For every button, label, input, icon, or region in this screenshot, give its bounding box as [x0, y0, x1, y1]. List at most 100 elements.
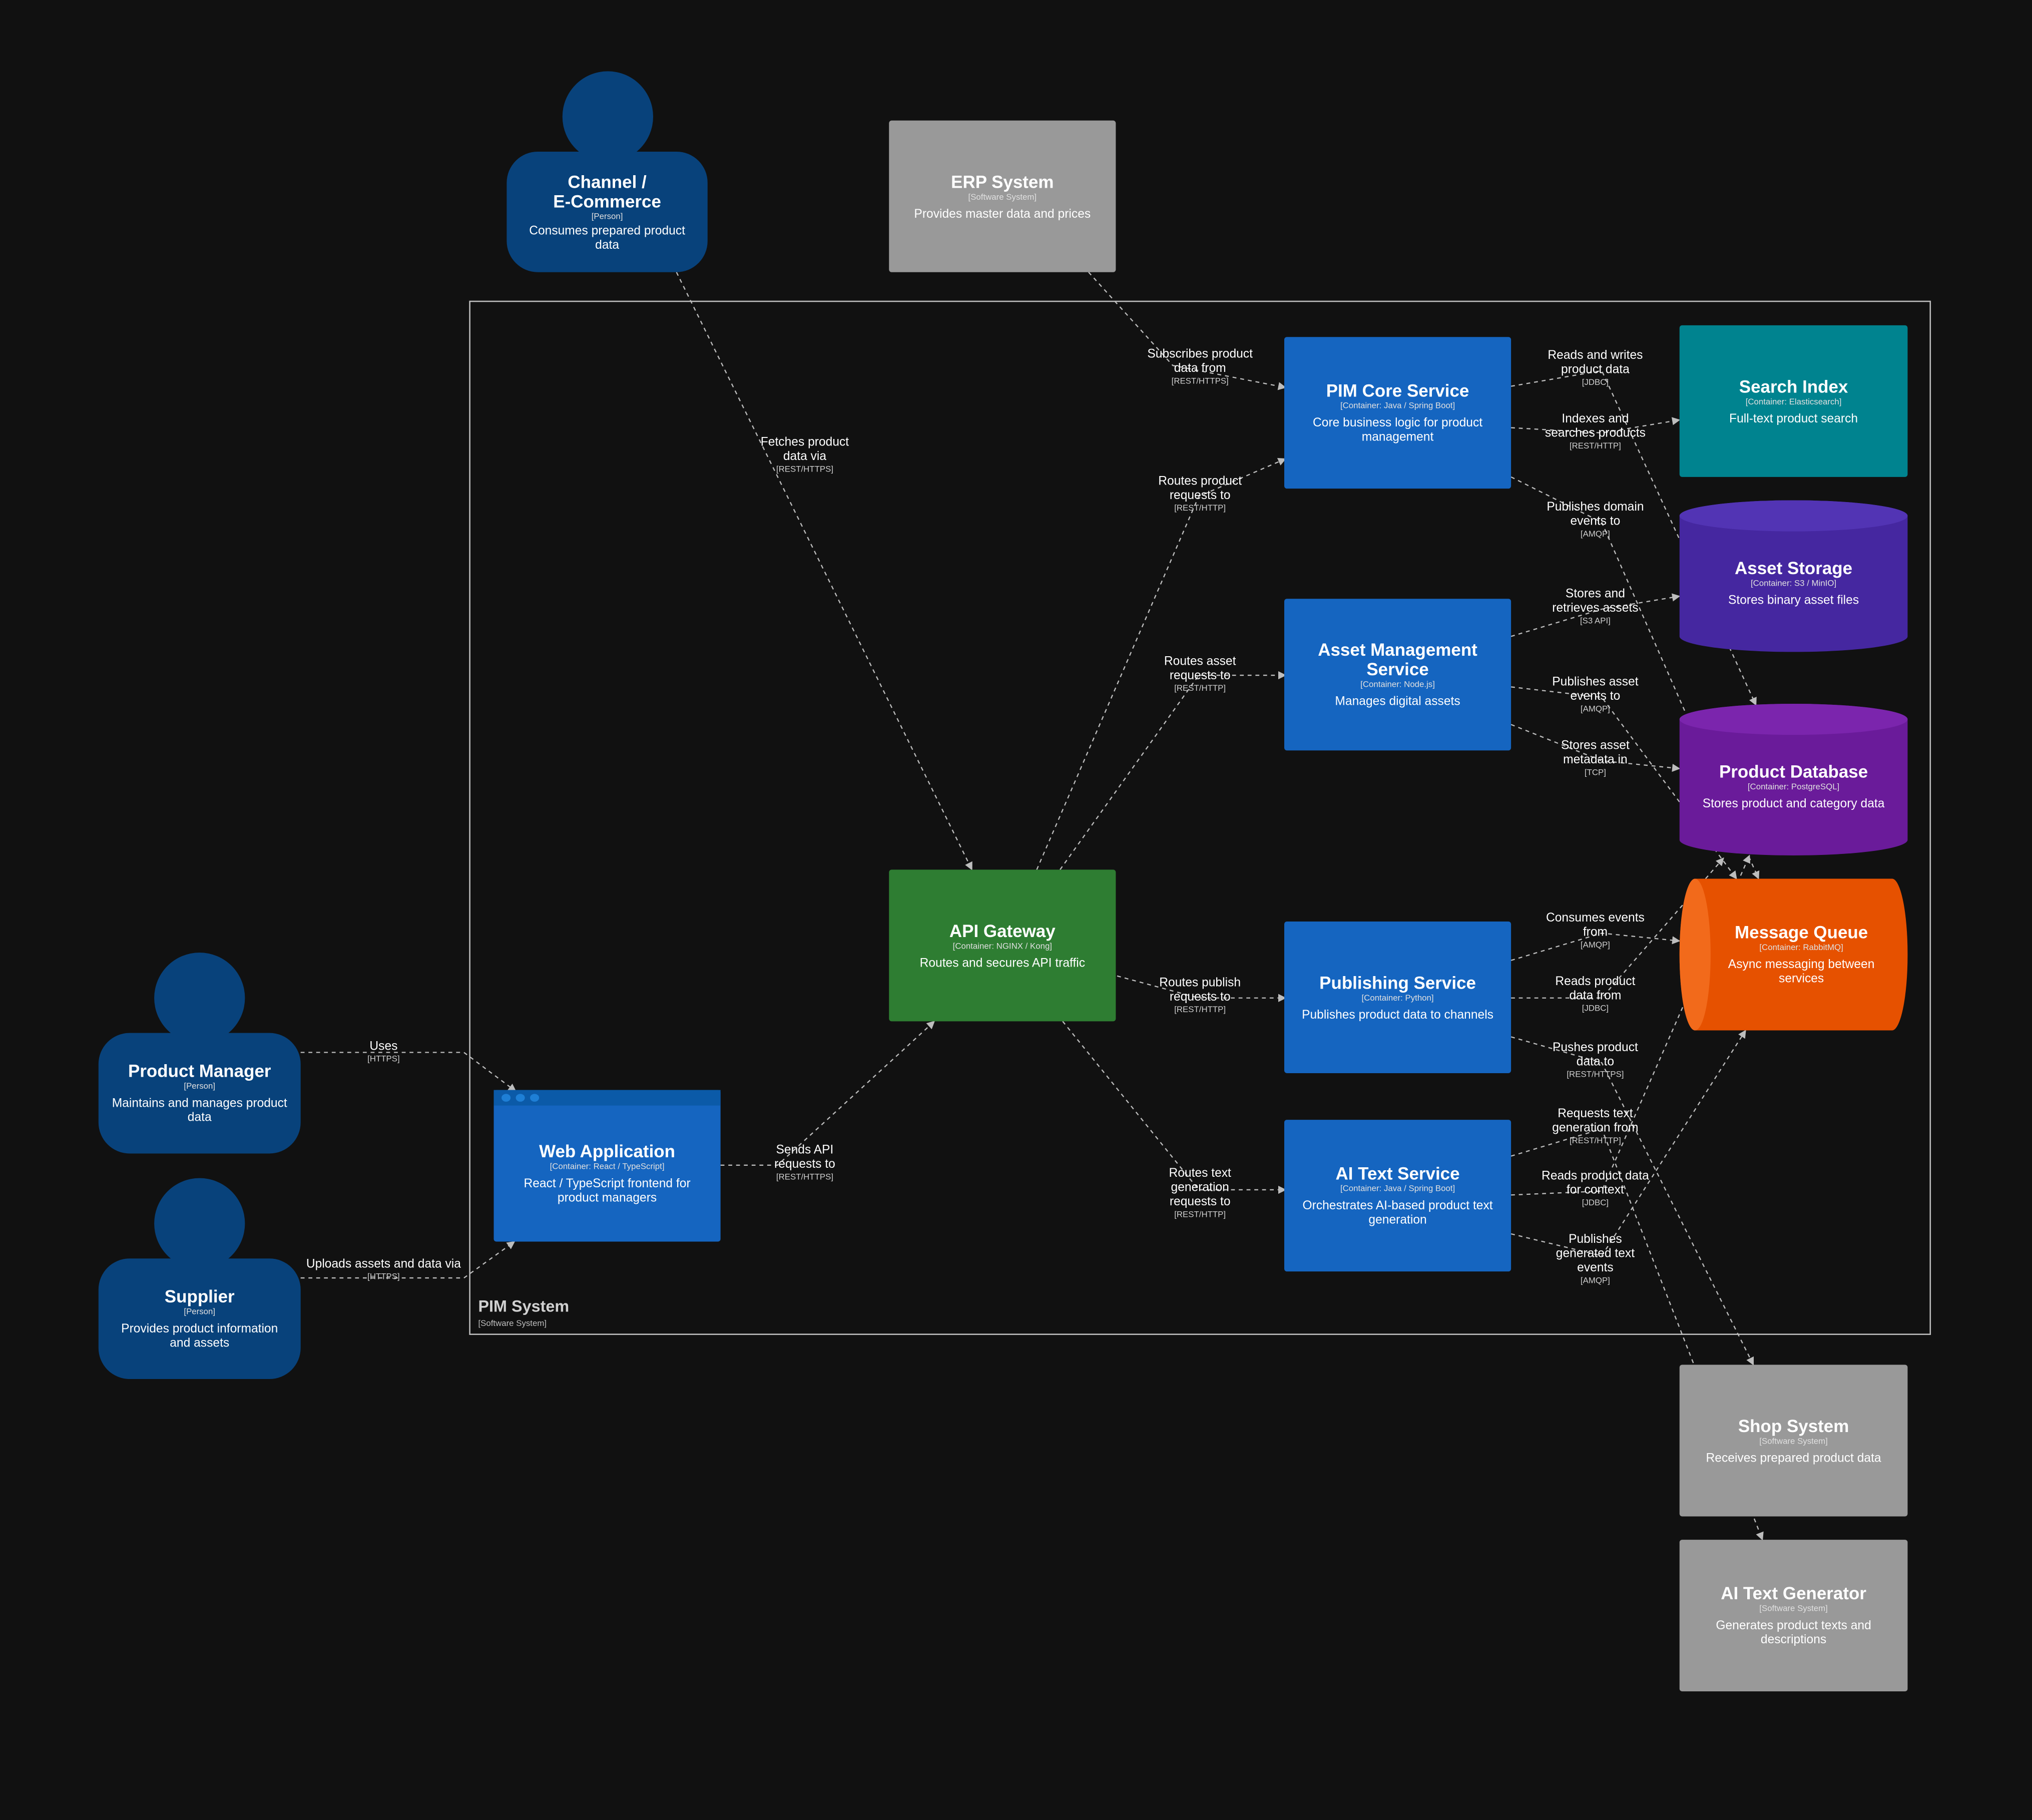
person-icon: [154, 1178, 245, 1269]
browser-dot-icon: [530, 1094, 540, 1102]
container-type: [Container: Java / Spring Boot]: [1340, 401, 1455, 411]
system-ai-text-generator[interactable]: AI Text Generator [Software System] Gene…: [1679, 1540, 1908, 1692]
edge-label: Uses[HTTPS]: [367, 1039, 400, 1064]
boundary-title: PIM System: [478, 1297, 570, 1316]
edge-label: Indexes and searches products[REST/HTTP]: [1545, 412, 1646, 451]
container-desc: Stores product and category data: [1702, 796, 1885, 811]
container-desc: React / TypeScript frontend for product …: [524, 1177, 691, 1206]
edge-gw-routes-text: [1062, 1021, 1287, 1194]
person-title: Supplier: [164, 1287, 235, 1307]
edge-channel-fetches: [676, 272, 973, 870]
container-asset-storage[interactable]: Asset Storage [Container: S3 / MinIO] St…: [1679, 500, 1908, 652]
system-type: [Software System]: [968, 192, 1037, 202]
container-type: [Container: React / TypeScript]: [550, 1162, 665, 1172]
container-desc: Publishes product data to channels: [1302, 1008, 1494, 1022]
system-type: [Software System]: [1759, 1437, 1828, 1446]
system-desc: Receives prepared product data: [1706, 1451, 1881, 1466]
container-title: AI Text Service: [1335, 1164, 1460, 1184]
container-type: [Container: RabbitMQ]: [1759, 944, 1843, 953]
edge-ai-events: [1510, 1030, 1746, 1257]
container-product-database[interactable]: Product Database [Container: PostgreSQL]…: [1679, 703, 1908, 855]
container-title: Asset Management Service: [1318, 640, 1477, 679]
system-desc: Generates product texts and descriptions: [1716, 1619, 1871, 1648]
container-publishing-service[interactable]: Publishing Service [Container: Python] P…: [1284, 921, 1511, 1073]
container-type: [Container: PostgreSQL]: [1747, 782, 1840, 791]
edge-gw-routes-publish: [1117, 975, 1287, 1002]
person-type: [Person]: [591, 212, 623, 221]
container-type: [Container: NGINX / Kong]: [952, 942, 1052, 951]
edge-pm-uses: [300, 1052, 517, 1092]
container-desc: Core business logic for product manageme…: [1313, 416, 1483, 445]
cylinder-end: [1679, 878, 1711, 1031]
container-ai-text-service[interactable]: AI Text Service [Container: Java / Sprin…: [1284, 1120, 1511, 1272]
container-desc: Stores binary asset files: [1728, 593, 1859, 608]
container-title: Web Application: [539, 1142, 676, 1162]
container-message-queue[interactable]: Message Queue [Container: RabbitMQ] Asyn…: [1679, 878, 1908, 1031]
cylinder-top: [1679, 500, 1908, 532]
system-shop[interactable]: Shop System [Software System] Receives p…: [1679, 1364, 1908, 1517]
edge-label: Reads and writes product data[JDBC]: [1548, 348, 1643, 388]
edge-gw-routes-product: [1036, 458, 1287, 870]
edge-label: Fetches product data via[REST/HTTPS]: [760, 435, 849, 475]
container-title: Search Index: [1739, 376, 1848, 396]
boundary-type: [Software System]: [478, 1319, 547, 1329]
container-pim-core-service[interactable]: PIM Core Service [Container: Java / Spri…: [1284, 337, 1511, 489]
person-desc: Provides product information and assets: [121, 1322, 278, 1351]
container-type: [Container: Python]: [1361, 993, 1434, 1003]
edge-label: Sends API requests to[REST/HTTPS]: [774, 1143, 835, 1182]
container-type: [Container: Node.js]: [1360, 680, 1435, 690]
edge-label: Routes text generation requests to[REST/…: [1169, 1166, 1231, 1220]
edge-asset-store: [1510, 593, 1681, 637]
edge-label: Pushes product data to[REST/HTTPS]: [1552, 1041, 1638, 1080]
container-title: Publishing Service: [1319, 973, 1476, 993]
person-icon: [562, 71, 654, 162]
container-type: [Container: Elasticsearch]: [1745, 397, 1842, 406]
person-title: Channel / E-Commerce: [553, 172, 661, 211]
system-erp[interactable]: ERP System [Software System] Provides ma…: [889, 120, 1116, 272]
cylinder-top: [1679, 703, 1908, 735]
person-title: Product Manager: [128, 1061, 271, 1081]
container-title: Message Queue: [1735, 923, 1868, 943]
container-web-application[interactable]: Web Application [Container: React / Type…: [493, 1090, 721, 1242]
browser-dot-icon: [516, 1094, 525, 1102]
container-title: PIM Core Service: [1326, 381, 1469, 401]
edge-core-index: [1511, 417, 1681, 433]
system-type: [Software System]: [1759, 1604, 1828, 1614]
edge-label: Consumes events from[AMQP]: [1546, 911, 1645, 950]
edge-label: Reads product data for context[JDBC]: [1542, 1169, 1649, 1208]
container-api-gateway[interactable]: API Gateway [Container: NGINX / Kong] Ro…: [889, 869, 1116, 1022]
system-desc: Provides master data and prices: [914, 206, 1091, 221]
edge-label: Uploads assets and data via[HTTPS]: [306, 1257, 461, 1282]
edge-label: Publishes asset events to[AMQP]: [1552, 675, 1639, 714]
container-title: Product Database: [1719, 761, 1868, 781]
browser-dot-icon: [501, 1094, 511, 1102]
container-desc: Async messaging between services: [1728, 958, 1875, 987]
system-title: Shop System: [1738, 1416, 1849, 1436]
edge-pub-pushes: [1510, 1036, 1754, 1366]
container-desc: Full-text product search: [1729, 411, 1858, 426]
container-desc: Manages digital assets: [1335, 694, 1460, 709]
edge-erp-subscribes: [1088, 271, 1287, 390]
edge-pub-consumes: [1510, 933, 1681, 961]
edge-label: Routes publish requests to[REST/HTTP]: [1159, 976, 1241, 1015]
edge-web-sends: [720, 1021, 935, 1166]
edge-label: Publishes generated text events[AMQP]: [1556, 1232, 1635, 1286]
container-type: [Container: Java / Spring Boot]: [1340, 1184, 1455, 1194]
edge-asset-meta: [1510, 724, 1681, 772]
pim-system-boundary: PIM System [Software System]: [469, 300, 1931, 1335]
container-title: Asset Storage: [1735, 558, 1853, 578]
person-type: [Person]: [184, 1307, 216, 1317]
container-title: API Gateway: [949, 921, 1056, 941]
container-search-index[interactable]: Search Index [Container: Elasticsearch] …: [1679, 325, 1908, 477]
browser-bar: [493, 1090, 721, 1106]
edge-label: Subscribes product data from[REST/HTTPS]: [1147, 347, 1253, 386]
edge-label: Requests text generation from[REST/HTTP]: [1552, 1107, 1639, 1146]
edge-label: Stores and retrieves assets[S3 API]: [1552, 587, 1639, 626]
edge-label: Publishes domain events to[AMQP]: [1547, 500, 1644, 540]
person-icon: [154, 953, 245, 1044]
edge-label: Stores asset metadata in[TCP]: [1561, 738, 1630, 778]
person-desc: Consumes prepared product data: [529, 223, 685, 252]
container-asset-management-service[interactable]: Asset Management Service [Container: Nod…: [1284, 599, 1511, 751]
container-desc: Routes and secures API traffic: [919, 956, 1086, 971]
